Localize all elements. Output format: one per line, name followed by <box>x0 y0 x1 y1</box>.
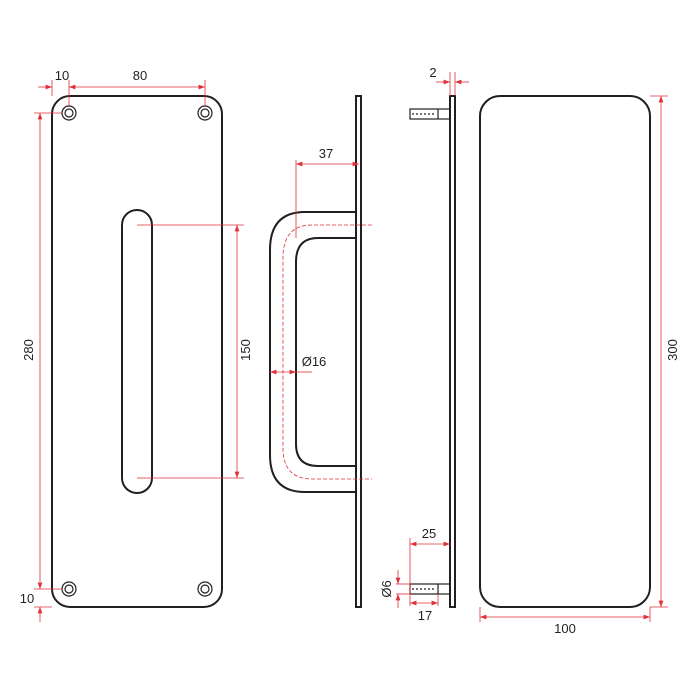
dim-label: 100 <box>554 621 576 636</box>
dim-label: 280 <box>21 339 36 361</box>
dim-label: 37 <box>319 146 333 161</box>
plate-outline <box>479 95 651 608</box>
dim-label: 10 <box>55 68 69 83</box>
dim-label: 17 <box>418 608 432 623</box>
handle-slot <box>121 209 153 494</box>
plate-edge <box>449 95 456 608</box>
bolt-icon <box>409 583 451 595</box>
side-view-plate: 2 25 17 Ø6 <box>379 65 469 623</box>
dim-label: 25 <box>422 526 436 541</box>
front-dimensions: 10 80 280 10 150 <box>20 68 253 622</box>
backplate-edge <box>355 95 362 608</box>
dim-label: Ø6 <box>379 580 394 597</box>
dim-label: Ø16 <box>302 354 327 369</box>
rear-view-plate: 300 100 <box>479 95 680 636</box>
side-view-handle: 37 Ø16 <box>269 95 372 608</box>
dim-label: 2 <box>429 65 436 80</box>
handle-inner <box>295 237 356 467</box>
screw-hole-icon <box>61 105 77 121</box>
dim-label: 10 <box>20 591 34 606</box>
screw-hole-icon <box>197 581 213 597</box>
handle-centerline <box>282 224 372 480</box>
dim-label: 300 <box>665 339 680 361</box>
backplate-outline <box>51 95 223 608</box>
front-view-plate <box>51 95 223 608</box>
bolt-icon <box>409 108 451 120</box>
handle-outer <box>269 211 356 493</box>
screw-hole-icon <box>197 105 213 121</box>
dim-label: 80 <box>133 68 147 83</box>
dim-label: 150 <box>238 339 253 361</box>
screw-hole-icon <box>61 581 77 597</box>
